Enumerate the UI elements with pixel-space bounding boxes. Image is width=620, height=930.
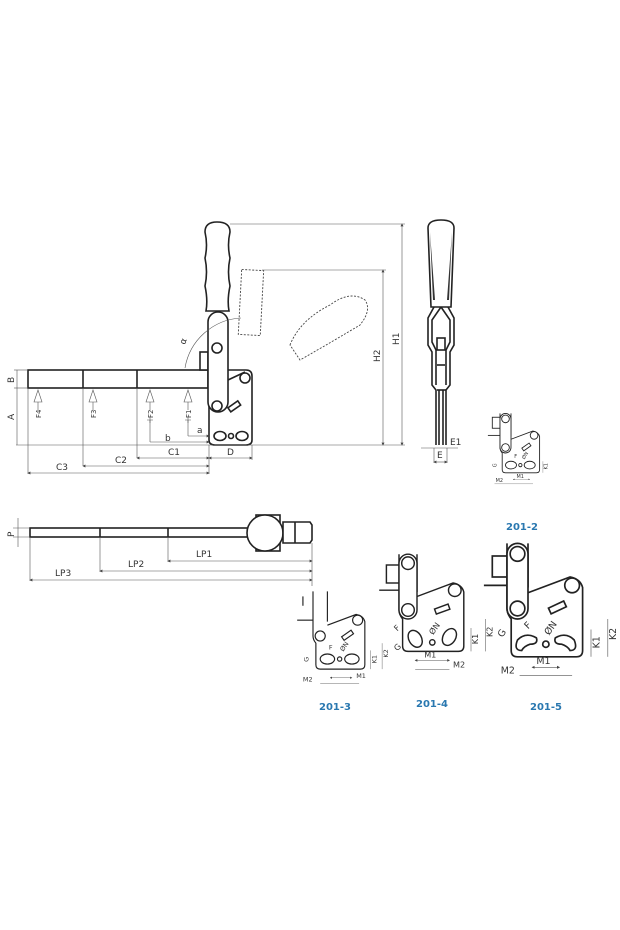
dim-n: ØN: [520, 450, 530, 460]
clamp-arm: [27, 369, 209, 389]
variant-201-4: F ØN G K1 K2 M1 M2: [379, 553, 495, 670]
variant-201-5: F ØN G K1 K2 M1 M2: [483, 542, 619, 677]
dim-lp2: LP2: [128, 560, 144, 570]
dim-b-lower: b: [165, 434, 171, 444]
dim-c1: C1: [168, 448, 180, 458]
side-view: E E1: [421, 219, 461, 464]
dim-lp3: LP3: [55, 569, 71, 579]
dim-n: ØN: [542, 619, 559, 637]
dim-m2: M2: [496, 478, 503, 484]
dim-f: F: [392, 622, 403, 633]
dim-g: G: [303, 657, 311, 662]
dim-f: F: [329, 644, 333, 652]
dim-e1: E1: [450, 438, 461, 448]
dim-b: B: [7, 377, 17, 383]
alpha-label: α: [178, 337, 189, 346]
force-f2: F2: [147, 410, 155, 418]
dim-g: G: [392, 641, 404, 653]
force-f3: F3: [90, 410, 98, 418]
dim-h2: H2: [373, 350, 383, 363]
variant-201-2: F ØN G K1 M1 M2: [487, 412, 549, 484]
dim-e: E: [437, 451, 443, 461]
plan-arm: [29, 527, 251, 538]
dim-k1: K1: [370, 655, 378, 663]
plan-hub: [246, 514, 284, 552]
dim-m1: M1: [356, 672, 366, 680]
arm-bracket: [199, 351, 209, 371]
dim-k1: K1: [470, 634, 480, 644]
front-view: α F4 F3 F2 F1 B A a b C1: [7, 221, 405, 475]
dim-n: ØN: [427, 620, 442, 636]
variant-caption-201-2: 201-2: [506, 522, 538, 533]
dim-k2: K2: [382, 649, 390, 657]
dim-p: P: [7, 531, 17, 537]
alpha-arc: [184, 317, 242, 369]
variant-caption-201-4: 201-4: [416, 699, 448, 710]
force-f4: F4: [35, 409, 43, 418]
plan-view: P LP1 LP2 LP3: [7, 514, 313, 586]
dim-m1: M1: [517, 474, 524, 480]
dim-c3: C3: [56, 463, 68, 473]
handle-grip: [204, 221, 231, 312]
dim-f: F: [514, 454, 517, 460]
dim-k2: K2: [608, 628, 619, 640]
dim-a: a: [197, 426, 203, 436]
dim-k1: K1: [591, 636, 602, 648]
dim-m2: M2: [501, 666, 515, 677]
force-arrows: F4 F3 F2 F1: [33, 389, 193, 423]
dim-m2: M2: [453, 660, 465, 670]
variant-caption-201-5: 201-5: [530, 702, 562, 713]
lever: [207, 311, 229, 413]
dim-d: D: [227, 448, 234, 458]
dim-g: G: [496, 628, 509, 640]
dim-k1: K1: [543, 463, 549, 469]
side-handle: [427, 219, 455, 308]
variant-caption-201-3: 201-3: [319, 702, 351, 713]
dimensions: B A a b C1 D C2 C3 H1 H2: [7, 223, 405, 475]
dim-lp1: LP1: [196, 550, 212, 560]
dim-f: F: [522, 620, 534, 632]
force-f1: F1: [185, 410, 193, 418]
variant-201-3: F ØN G K1 K2 M1 M2: [297, 591, 390, 684]
dim-n: ØN: [338, 640, 350, 653]
open-handle-ghost: [289, 295, 369, 361]
dim-m1: M1: [536, 656, 550, 667]
open-lever-ghost: [237, 268, 265, 337]
dim-c2: C2: [115, 456, 127, 466]
dim-k2: K2: [485, 627, 495, 637]
dim-m1: M1: [424, 650, 436, 660]
dim-m2: M2: [303, 675, 313, 683]
dim-a-upper: A: [7, 413, 17, 420]
dim-h1: H1: [392, 333, 402, 346]
dim-g: G: [493, 463, 499, 467]
